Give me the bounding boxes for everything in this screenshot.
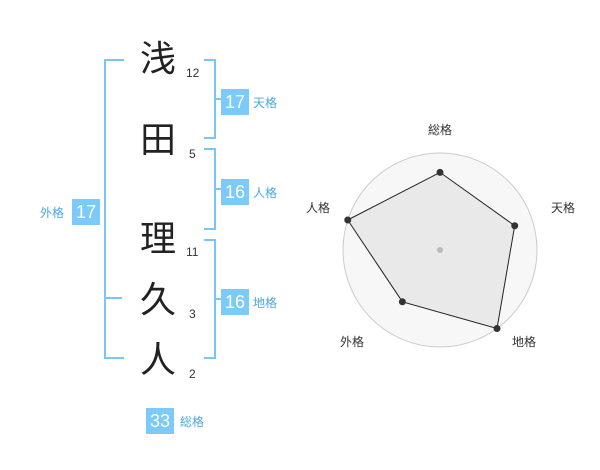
radar-point-4 [398, 298, 406, 306]
gaikaku-label: 外格 [40, 206, 65, 220]
stroke-count-4: 3 [189, 307, 196, 321]
chikaku-tick [215, 298, 221, 300]
jinkaku-label: 人格 [253, 186, 278, 200]
jinkaku-tick [215, 188, 221, 190]
axis-label-jinkaku: 人格 [306, 200, 330, 215]
soukaku-value: 33 [146, 408, 174, 434]
jinkaku-value: 16 [221, 179, 249, 205]
stroke-count-2: 5 [189, 147, 196, 161]
stroke-count-5: 2 [189, 367, 196, 381]
tenkaku-label: 天格 [253, 96, 278, 110]
tenkaku-tick [215, 98, 221, 100]
axis-label-soukaku: 総格 [428, 122, 452, 137]
axis-label-gaikaku: 外格 [340, 334, 364, 349]
axis-label-tenkaku: 天格 [551, 200, 575, 215]
radar-points [344, 168, 519, 332]
radar-center-dot [437, 247, 443, 253]
radar-point-3 [493, 324, 501, 332]
radar-polygon [346, 171, 516, 330]
axis-label-chikaku: 地格 [512, 334, 536, 349]
name-char-2: 田 [140, 120, 177, 161]
chikaku-label: 地格 [253, 296, 278, 310]
soukaku-label: 総格 [180, 415, 205, 429]
radar-point-1 [436, 168, 444, 176]
tenkaku-value: 17 [221, 89, 249, 115]
radar-point-5 [344, 216, 352, 224]
chikaku-value: 16 [221, 289, 249, 315]
stroke-count-1: 12 [186, 66, 200, 80]
name-char-3: 理 [140, 219, 177, 260]
gaikaku-value: 17 [72, 199, 100, 225]
gaikaku-bracket [104, 59, 124, 359]
stroke-count-3: 11 [186, 245, 199, 259]
name-char-1: 浅 [140, 39, 177, 80]
name-char-4: 久 [140, 280, 177, 321]
radar-point-2 [511, 222, 519, 230]
gaikaku-bracket-mid-tick [104, 297, 122, 299]
name-char-5: 人 [140, 340, 177, 381]
